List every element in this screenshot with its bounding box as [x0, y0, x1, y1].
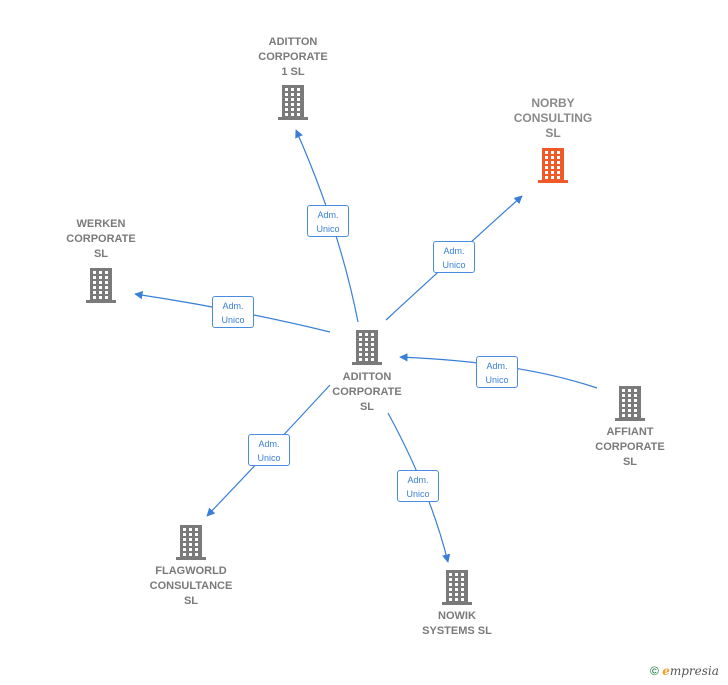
node-label-affiant[interactable]: AFFIANT CORPORATE SL: [595, 426, 665, 468]
edge-label-flagworld[interactable]: Adm. Unico: [248, 434, 290, 466]
node-label-flagworld[interactable]: FLAGWORLD CONSULTANCE SL: [149, 565, 233, 607]
edge-label-aditton1[interactable]: Adm. Unico: [307, 205, 349, 237]
edge-label-nowik[interactable]: Adm. Unico: [397, 470, 439, 502]
edge-label-norby[interactable]: Adm. Unico: [433, 241, 475, 273]
building-icon[interactable]: [351, 329, 383, 370]
node-label-nowik[interactable]: NOWIK SYSTEMS SL: [422, 610, 492, 637]
copyright-symbol: ©: [650, 664, 659, 678]
building-icon[interactable]: [85, 267, 117, 308]
building-icon[interactable]: [441, 569, 473, 610]
footer-brand: © empresia: [650, 664, 719, 678]
node-label-norby[interactable]: NORBY CONSULTING SL: [513, 96, 593, 140]
building-icon[interactable]: [537, 147, 569, 188]
brand-logo: empresia: [662, 664, 719, 678]
building-icon[interactable]: [277, 84, 309, 125]
building-icon[interactable]: [614, 385, 646, 426]
node-label-aditton1[interactable]: ADITTON CORPORATE 1 SL: [258, 36, 328, 78]
edge-label-werken[interactable]: Adm. Unico: [212, 296, 254, 328]
edge-label-affiant[interactable]: Adm. Unico: [476, 356, 518, 388]
node-label-werken[interactable]: WERKEN CORPORATE SL: [66, 218, 136, 260]
node-label-center[interactable]: ADITTON CORPORATE SL: [332, 371, 402, 413]
building-icon[interactable]: [175, 524, 207, 565]
